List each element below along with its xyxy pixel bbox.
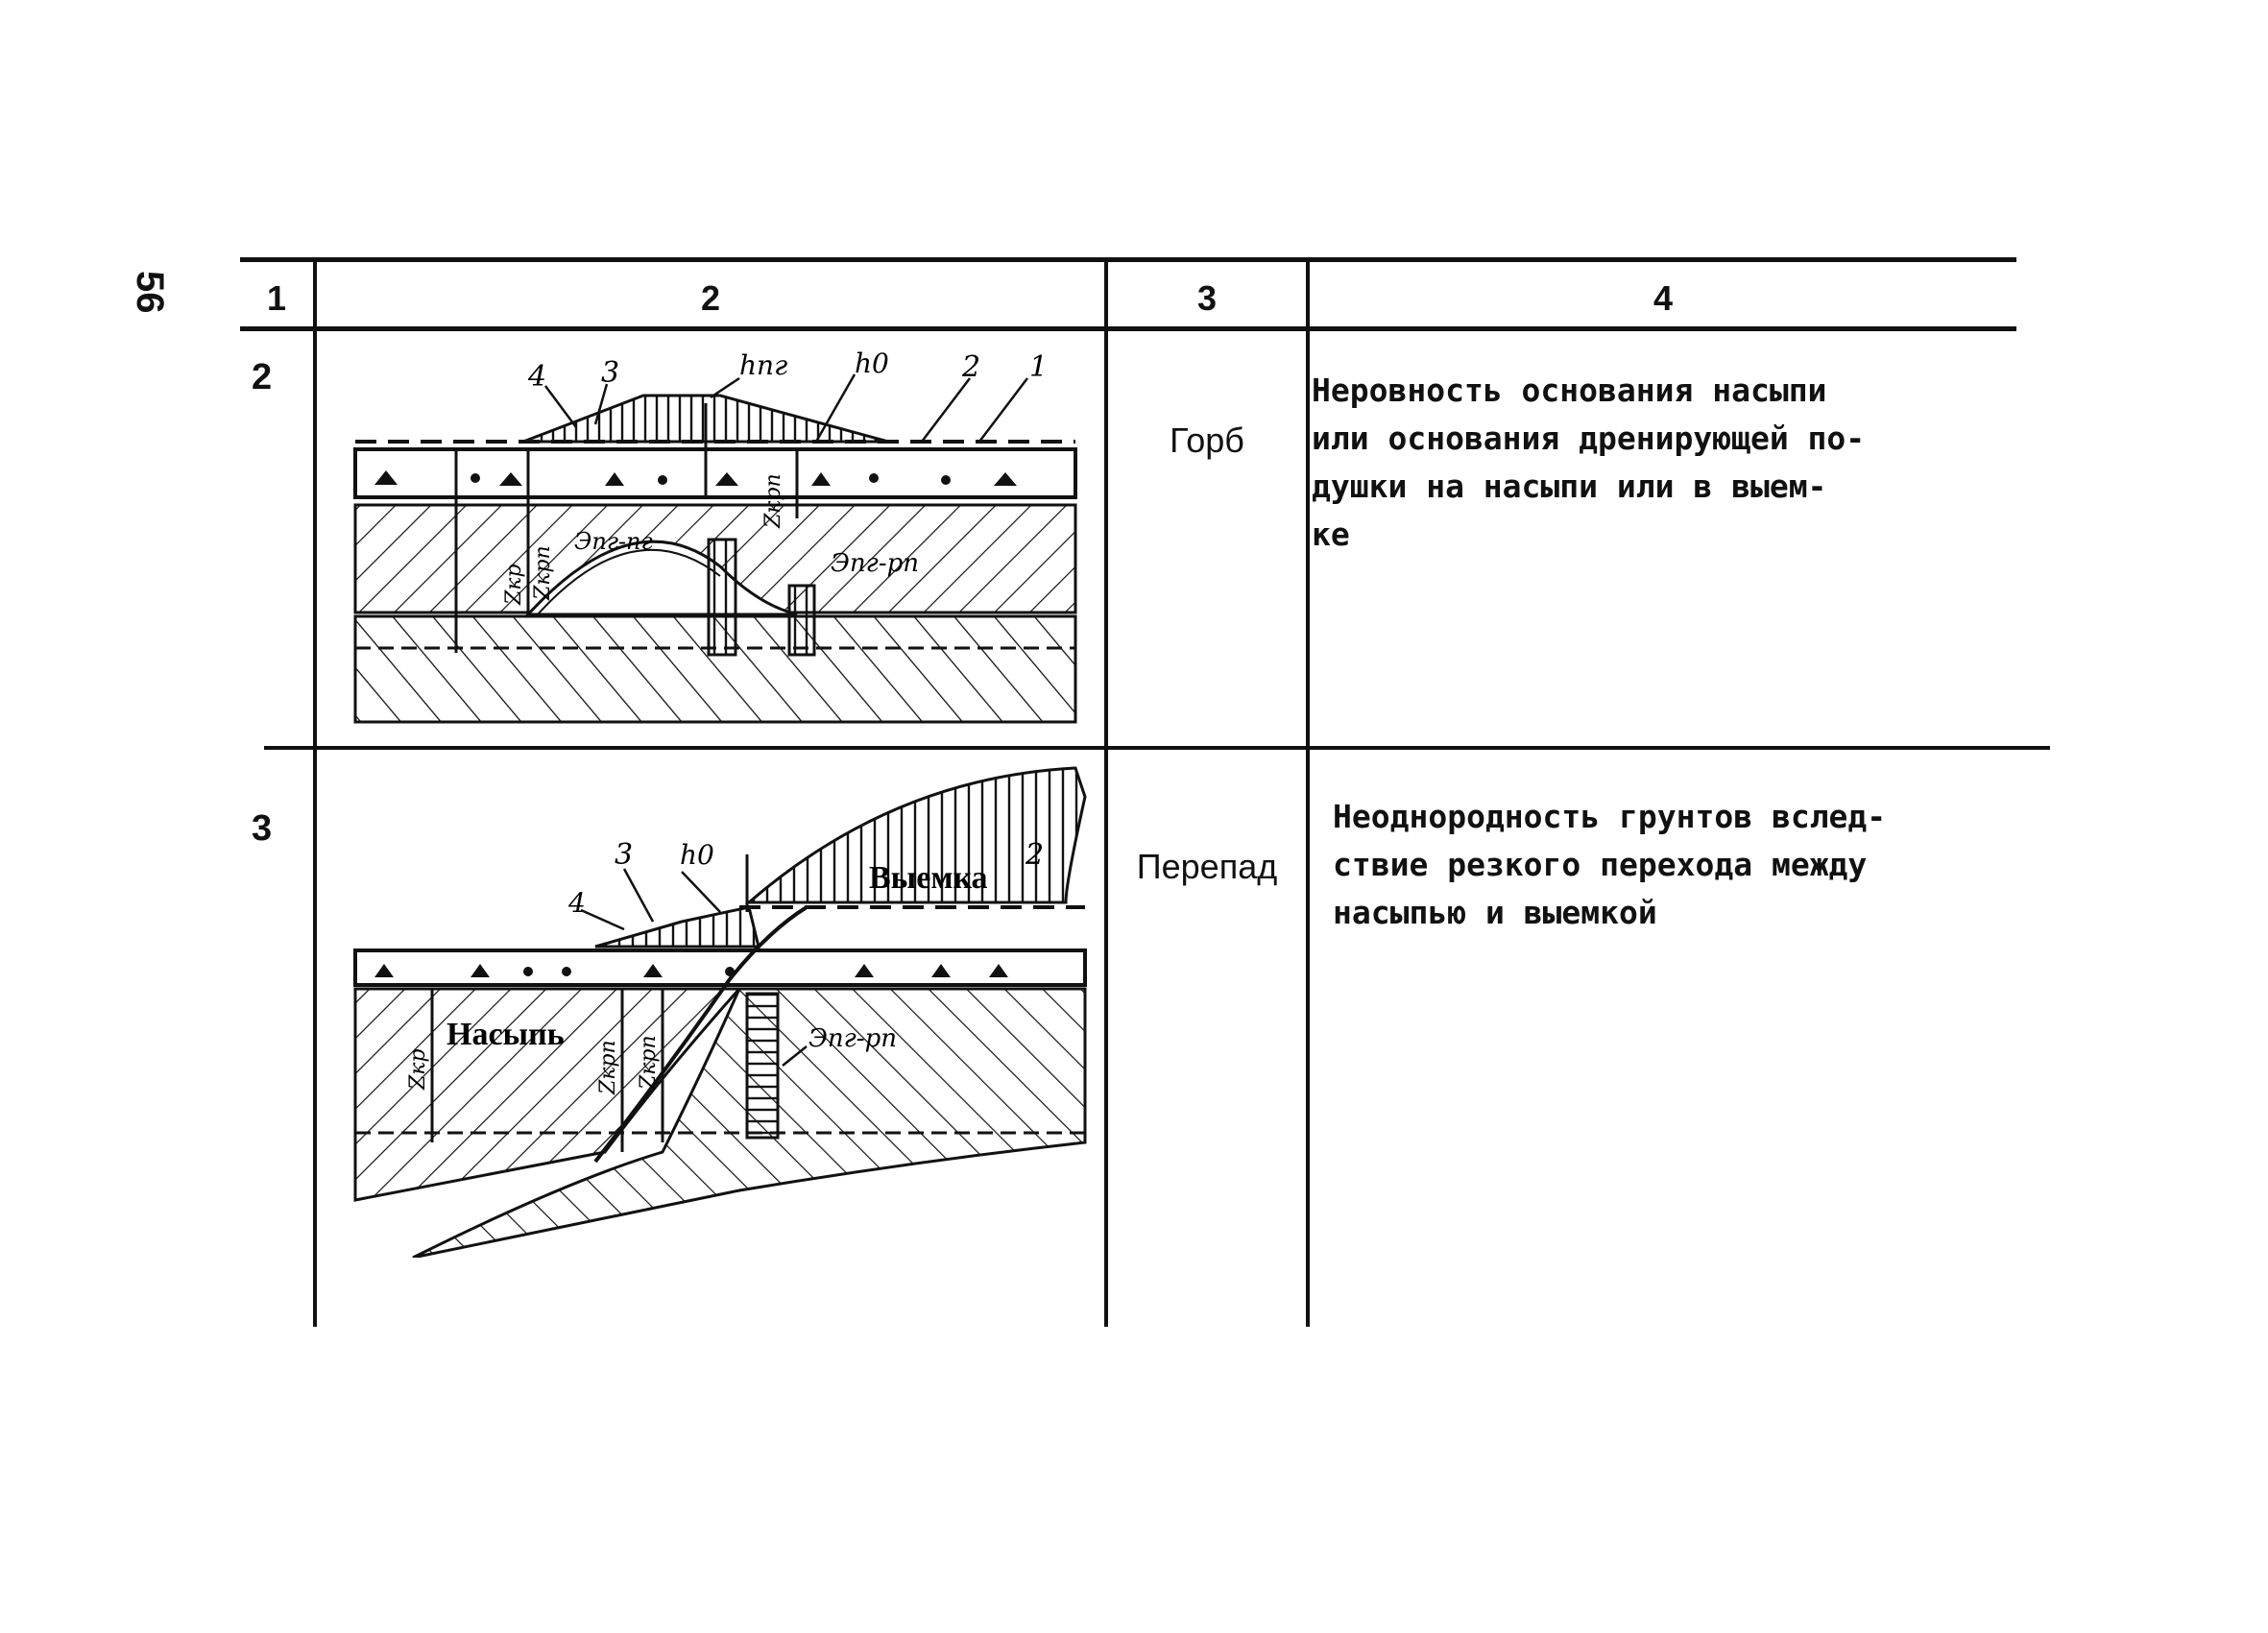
header-col-2: 2 — [700, 278, 721, 318]
header-bottom-rule — [240, 326, 2016, 331]
column-rule-3 — [1306, 261, 1310, 1327]
header-col-4: 4 — [1653, 278, 1674, 318]
figure-label: h0 — [855, 348, 889, 379]
defect-type-label: Горб — [1170, 420, 1244, 460]
figure-label: Zкр — [406, 1048, 430, 1091]
figure-label: 4 — [527, 360, 546, 394]
figure-label: 2 — [1025, 838, 1044, 872]
figure-label: 2 — [961, 350, 980, 384]
figure-label: hпг — [739, 349, 787, 381]
defect-description: Неровность основания насыпи или основани… — [1312, 372, 1866, 553]
figure-label: 3 — [601, 356, 619, 390]
figure-label: Zкрп — [531, 545, 555, 601]
figure-label: Zкрп — [761, 473, 785, 529]
header-col-1: 1 — [266, 278, 287, 318]
figure-label: Эпг-рп — [831, 549, 919, 578]
defect-description: Неоднородность грунтов вслед- ствие резк… — [1333, 798, 1887, 931]
defect-type-label: Перепад — [1136, 847, 1278, 886]
row-number: 2 — [252, 357, 273, 397]
figure-label: 1 — [1029, 350, 1048, 384]
figure-label: Zкр — [502, 564, 526, 606]
table-top-rule — [240, 257, 2016, 262]
page-number: 56 — [129, 271, 171, 314]
figure-label: Эпг-пг — [574, 528, 653, 555]
figure-hump: 4 3 hпг h0 2 1 Zкрп Zкр Zкрп Эпг-пг Эпг-… — [353, 348, 1077, 724]
row-number: 3 — [252, 808, 273, 849]
column-rule-2 — [1104, 261, 1108, 1327]
figure-transition: 3 h0 4 Выемка 2 Насыпь Zкр Zкрп Zкрп Эпг… — [353, 766, 1087, 1258]
header-col-3: 3 — [1196, 278, 1218, 318]
figure-label: 4 — [567, 887, 586, 919]
figure-label: Эпг-рп — [808, 1024, 897, 1053]
figure-label: h0 — [680, 839, 714, 871]
column-rule-1 — [313, 261, 317, 1327]
figure-label: Насыпь — [446, 1017, 565, 1052]
figure-label: 3 — [615, 838, 633, 872]
figure-label: Zкрп — [596, 1040, 620, 1095]
figure-label: Zкрп — [637, 1035, 661, 1091]
row-divider — [264, 746, 2050, 750]
figure-label: Выемка — [869, 860, 988, 896]
